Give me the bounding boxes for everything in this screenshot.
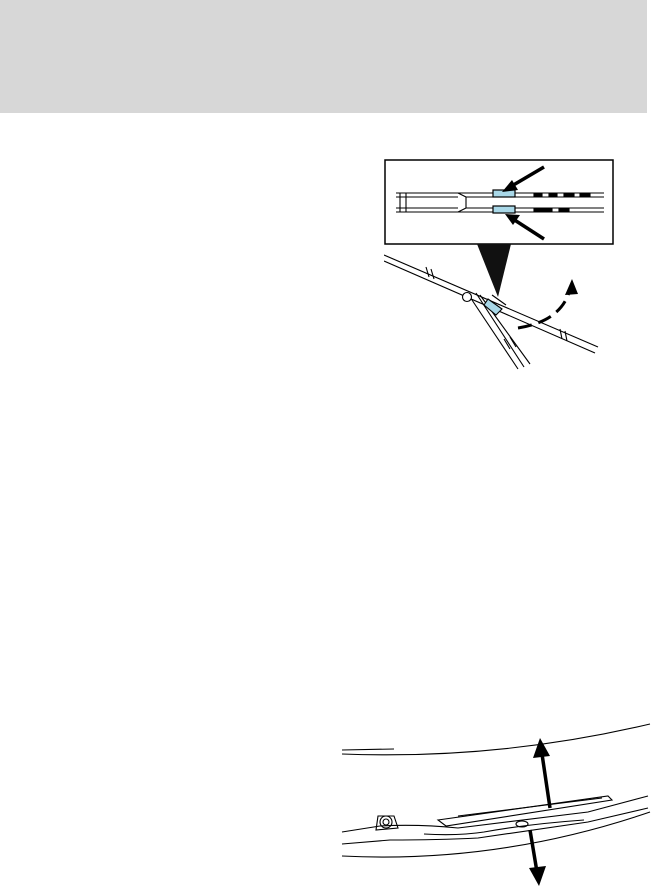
- windshield-edge: [342, 724, 650, 857]
- callout-wedge: [477, 244, 511, 297]
- release-tab-lower: [493, 206, 515, 213]
- wiper-arm: [342, 796, 648, 844]
- page-header-band: [0, 0, 647, 113]
- rotate-direction-arrow: [518, 279, 578, 328]
- wiper-lift-figure: [338, 716, 651, 887]
- arm-clip-highlight: [484, 295, 506, 315]
- wiper-release-figure: [384, 159, 614, 371]
- arrow-lift-up: [533, 738, 550, 808]
- inset-detail-box: [385, 160, 613, 244]
- arrow-push-down: [529, 830, 546, 886]
